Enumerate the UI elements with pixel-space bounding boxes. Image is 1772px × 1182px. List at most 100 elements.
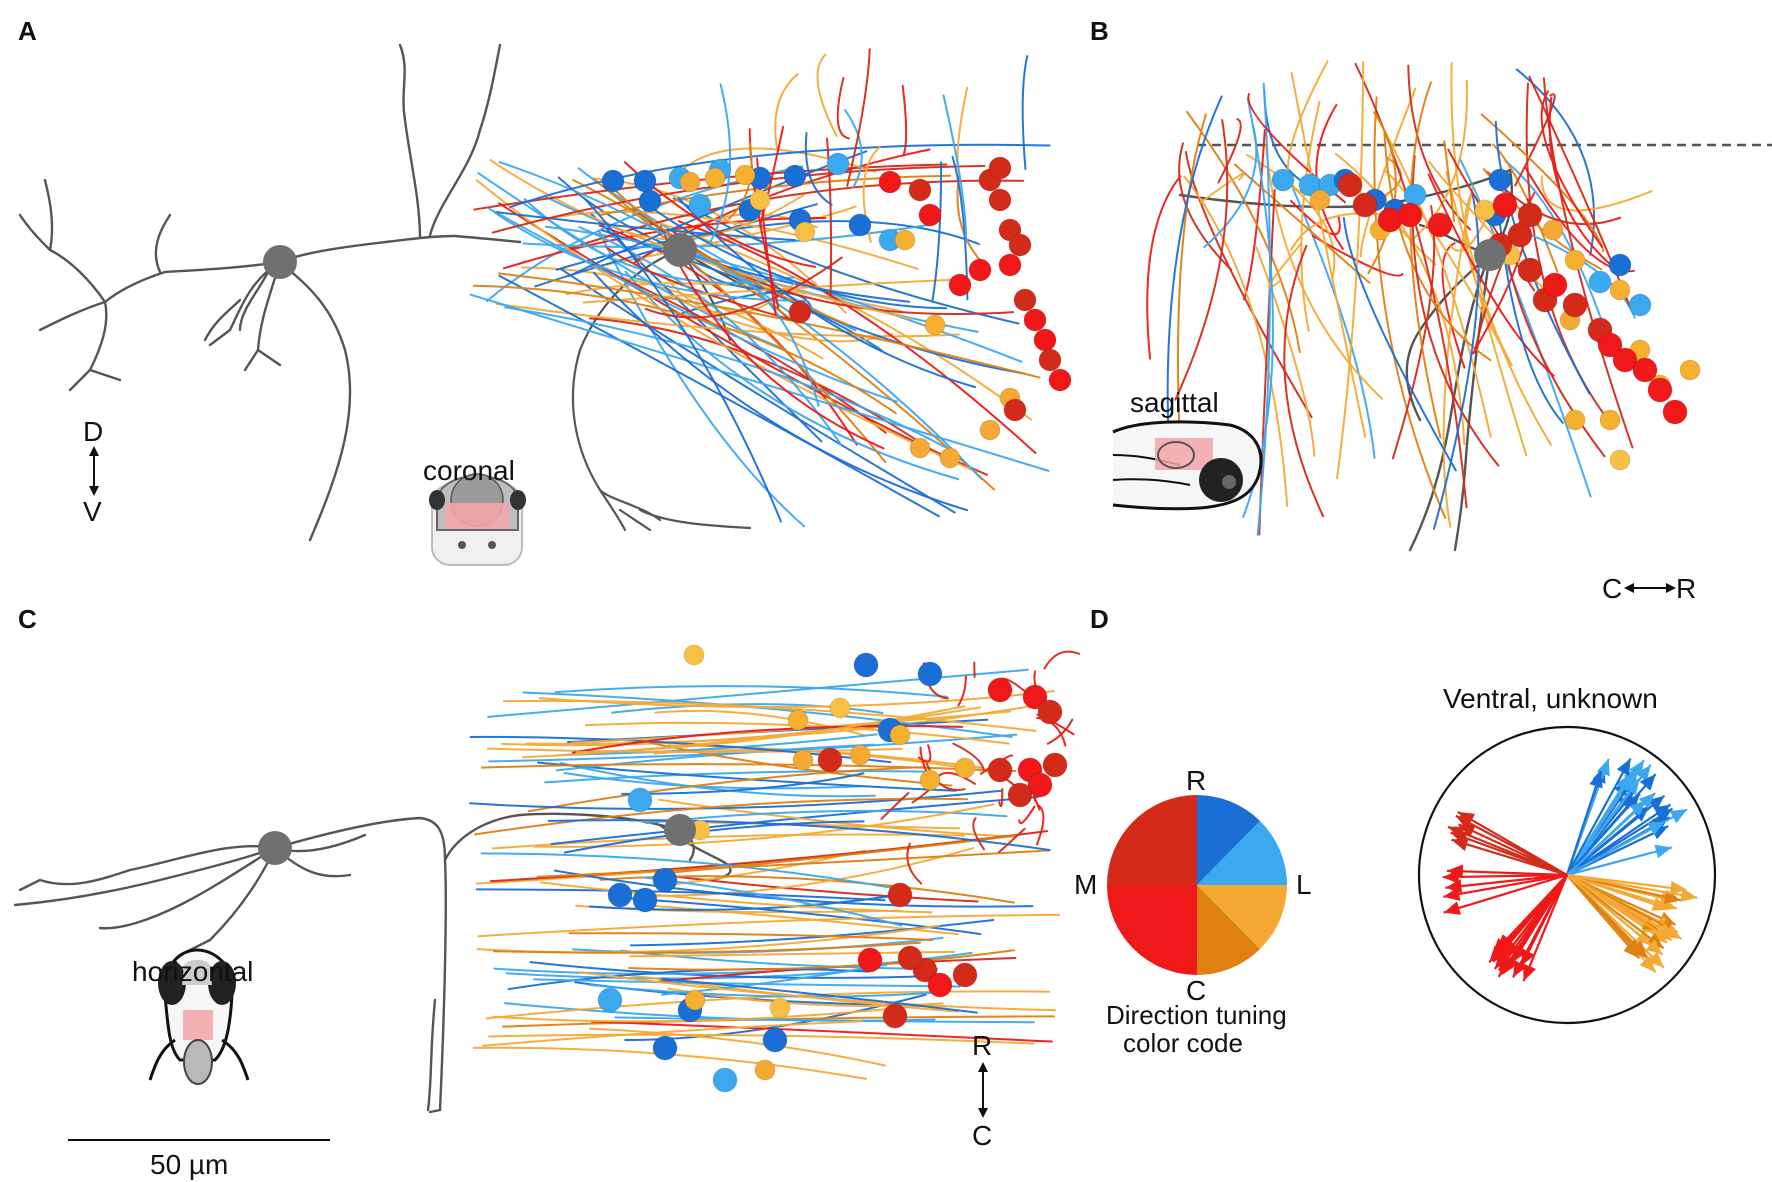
cell-body [783,164,807,188]
neuron-tract [816,53,838,137]
cell-body [788,300,812,324]
panel-b-cr-arrow [1624,583,1676,593]
panel-a-cell-bodies [601,152,1072,469]
rose-arrow-shaft [1502,874,1568,960]
cell-body [1337,172,1363,198]
cell-body [1003,398,1027,422]
neuron-tract [482,1020,863,1047]
rose-arrow-shaft [1566,792,1656,876]
wheel-label-c: C [1186,975,1206,1006]
rose-arrow-head [1639,774,1656,791]
neuron-tract [1336,60,1365,480]
panel-a-neuron-tracts [469,48,1051,528]
panel-c-neuron-tracts [469,650,1081,1080]
cell-body [754,1059,776,1081]
neuron-tract [1185,110,1301,354]
neuron-tract [611,703,884,715]
neuron-tract [628,949,1015,971]
wheel-label-l: L [1296,869,1312,900]
cell-body [918,203,942,227]
cell-body [1023,308,1047,332]
panel-c-cell-bodies [597,644,1068,1093]
rose-arrow-shaft [1566,874,1664,956]
cell-body [1542,219,1564,241]
neuron-tract [527,766,925,813]
rose-arrow-shaft [1443,873,1568,914]
neuron-tract [1373,111,1492,438]
neuron-tract [477,913,1060,938]
neuron-tract [640,199,948,310]
neuron-tract [1199,172,1245,204]
cell-body [769,997,791,1019]
neuron-tract [774,72,799,153]
neuron-tract [1255,246,1316,457]
rose-arrow-shaft [1510,874,1568,964]
neuron-tract [480,763,1017,773]
neuron-tract [1032,794,1041,811]
neuron-tract [998,827,1026,854]
cell-body [848,213,872,237]
cell-body [1628,293,1652,317]
cell-body [878,170,902,194]
cell-body [1309,189,1331,211]
neuron-tract [1018,805,1036,825]
panel-c-axis-top: R [972,1030,992,1061]
cell-body [988,188,1012,212]
cell-body [1599,409,1621,431]
neuron-tract [998,787,1004,808]
neuron-tract [493,211,809,302]
cell-body [1517,257,1543,283]
neuron-tract [1334,152,1466,446]
cell-body [633,169,657,193]
cell-body [1662,399,1688,425]
cell-body [1564,409,1586,431]
cell-body [952,962,978,988]
neuron-tract [1502,236,1606,458]
neuron-tract [488,1033,1035,1045]
neuron-tract [469,293,1050,472]
rose-arrow-shaft [1566,777,1641,876]
rose-arrow-head [1680,888,1698,902]
neuron-tract [495,211,797,242]
cell-body [734,164,756,186]
neuron-tract [1287,60,1329,195]
cell-body [601,169,625,193]
neuron-tract [563,772,863,790]
neuron-tract [1458,157,1592,498]
cell-body [794,221,816,243]
neuron-tract [591,263,887,434]
neuron-tract [957,675,967,707]
rose-plot-arrows [1442,758,1698,982]
panel-d-label: D [1090,604,1109,634]
neuron-tract [956,86,969,179]
neuron-tract [559,762,877,798]
rose-arrow-shaft [1566,874,1648,958]
cell-body [1403,183,1427,207]
rose-arrow-shaft [1565,770,1603,876]
cell-body [1474,199,1496,221]
panel-a-soma-right [663,233,697,267]
cell-body [1048,368,1072,392]
panel-c-view-label: horizontal [132,956,253,987]
panel-b-label: B [1090,16,1109,46]
neuron-tract [1043,650,1081,670]
cell-body [939,447,961,469]
neuron-tract [644,256,843,319]
neuron-tract [588,983,941,998]
cell-body [927,972,953,998]
legend-line-2: color code [1123,1028,1243,1058]
rose-arrow-head [1502,941,1519,959]
panel-c-soma-left [258,831,292,865]
cell-body [1033,328,1057,352]
rose-arrow-shaft [1445,873,1568,889]
neuron-tract [620,949,939,970]
cell-body [688,193,712,217]
cell-body [1488,168,1512,192]
wheel-label-r: R [1186,765,1206,796]
cell-body [652,1035,678,1061]
cell-body [1008,233,1032,257]
neuron-tract [487,668,1029,718]
rose-arrow-head [1651,897,1669,911]
cell-body [1679,359,1701,381]
